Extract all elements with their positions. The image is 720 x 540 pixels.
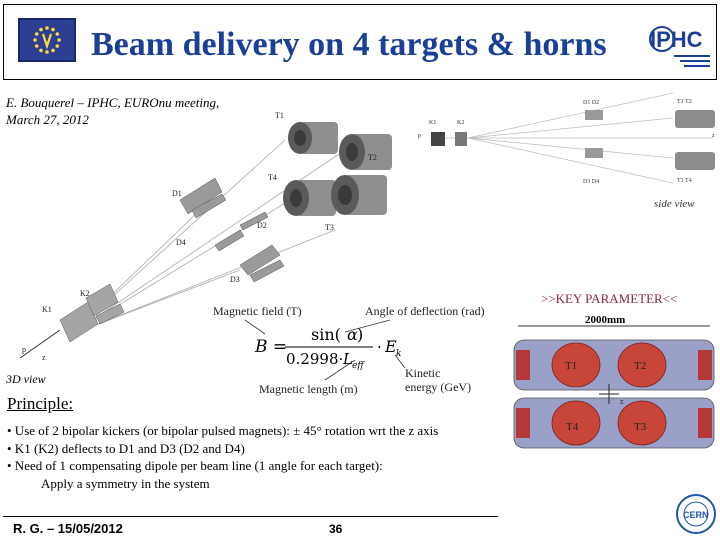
bullet-subitem: Apply a symmetry in the system	[41, 475, 210, 491]
svg-text:K1: K1	[429, 120, 436, 126]
svg-text:K1: K1	[42, 305, 52, 314]
page-number: 36	[303, 516, 498, 540]
formula-equation: B = sin( α ) 0.2998· L eff · E k	[244, 319, 406, 381]
slide-title: Beam delivery on 4 targets & horns	[91, 26, 607, 63]
svg-text:p: p	[22, 345, 26, 354]
key-parameter-label: >>KEY PARAMETER<<	[541, 291, 678, 306]
principle-bullets: • Use of 2 bipolar kickers (or bipolar p…	[7, 422, 438, 492]
svg-text:L: L	[342, 350, 353, 368]
dipole-magnets	[179, 177, 285, 283]
svg-text:T4: T4	[268, 173, 277, 182]
svg-text:T1: T1	[565, 360, 577, 372]
svg-text:T1 T2: T1 T2	[677, 99, 692, 105]
bullet-item: • K1 (K2) deflects to D1 and D3 (D2 and …	[7, 440, 245, 456]
horn-cylinders	[283, 122, 392, 216]
svg-text:B =: B =	[254, 337, 287, 357]
slide-header: Beam delivery on 4 targets & horns IPHC	[3, 4, 717, 80]
svg-text:T1: T1	[275, 111, 284, 120]
svg-text:D3: D3	[230, 275, 240, 284]
svg-text:D3 D4: D3 D4	[583, 179, 599, 185]
date-line: March 27, 2012	[6, 112, 89, 127]
footer-presenter-date: R. G. – 15/05/2012	[3, 516, 303, 540]
side-view-label: side view	[654, 198, 695, 210]
svg-text:CERN: CERN	[683, 510, 709, 520]
iphc-logo: IPHC	[644, 11, 714, 77]
svg-text:T2: T2	[368, 153, 377, 162]
svg-text:k: k	[396, 349, 401, 359]
bullet-item: • Need of 1 compensating dipole per beam…	[7, 458, 383, 473]
horn-layout-diagram: T1 T2 T4 T3 z	[513, 325, 715, 449]
svg-text:T3: T3	[325, 223, 334, 232]
svg-text:z: z	[42, 353, 46, 362]
view-3d-label: 3D view	[6, 372, 46, 386]
principle-heading: Principle:	[7, 394, 74, 413]
svg-text:α: α	[347, 325, 358, 344]
svg-text:D2: D2	[257, 221, 267, 230]
svg-text:E: E	[384, 337, 397, 356]
svg-text:D1 D2: D1 D2	[583, 100, 599, 106]
kinetic-energy-label: Kinetic energy (GeV)	[405, 366, 472, 394]
cern-logo: CERN	[674, 492, 718, 536]
angle-label: Angle of deflection (rad)	[365, 304, 485, 318]
eu-flag-logo	[18, 18, 76, 62]
svg-text:z: z	[712, 133, 715, 139]
svg-text:): )	[357, 325, 363, 344]
magnetic-field-label: Magnetic field (T)	[213, 304, 302, 318]
kicker-magnets	[59, 283, 125, 343]
svg-text:IPHC: IPHC	[650, 27, 703, 52]
svg-text:K2: K2	[80, 289, 90, 298]
svg-text:T3 T4: T3 T4	[677, 178, 692, 184]
author-line: E. Bouquerel – IPHC, EUROnu meeting,	[6, 95, 220, 110]
incoming-beam	[19, 329, 61, 359]
magnetic-length-label: Magnetic length (m)	[259, 382, 358, 396]
svg-text:D1: D1	[172, 189, 182, 198]
svg-text:p: p	[418, 133, 421, 139]
svg-text:z: z	[620, 397, 624, 406]
bullet-item: • Use of 2 bipolar kickers (or bipolar p…	[7, 423, 439, 438]
dimension-label: 2000mm	[585, 314, 626, 326]
svg-text:K2: K2	[457, 120, 464, 126]
svg-text:sin(: sin(	[311, 325, 341, 344]
svg-text:T3: T3	[634, 421, 647, 433]
svg-text:·: ·	[377, 338, 382, 356]
svg-text:eff: eff	[352, 361, 365, 371]
svg-text:T4: T4	[566, 421, 579, 433]
deflection-formula: Magnetic field (T) Angle of deflection (…	[205, 300, 495, 404]
top-view-diagram: D1 D2 T1 T2 K1 K2 p z D3 D4 T3 T4	[418, 92, 715, 185]
author-info: E. Bouquerel – IPHC, EUROnu meeting, Mar…	[6, 94, 219, 128]
svg-text:T2: T2	[634, 360, 646, 372]
beamline-3d-diagram: T1 T2 T4 T3 D1 D2 D3 D4 K1 K2 p z	[19, 111, 392, 362]
svg-text:D4: D4	[176, 238, 186, 247]
svg-text:0.2998·: 0.2998·	[286, 350, 343, 368]
